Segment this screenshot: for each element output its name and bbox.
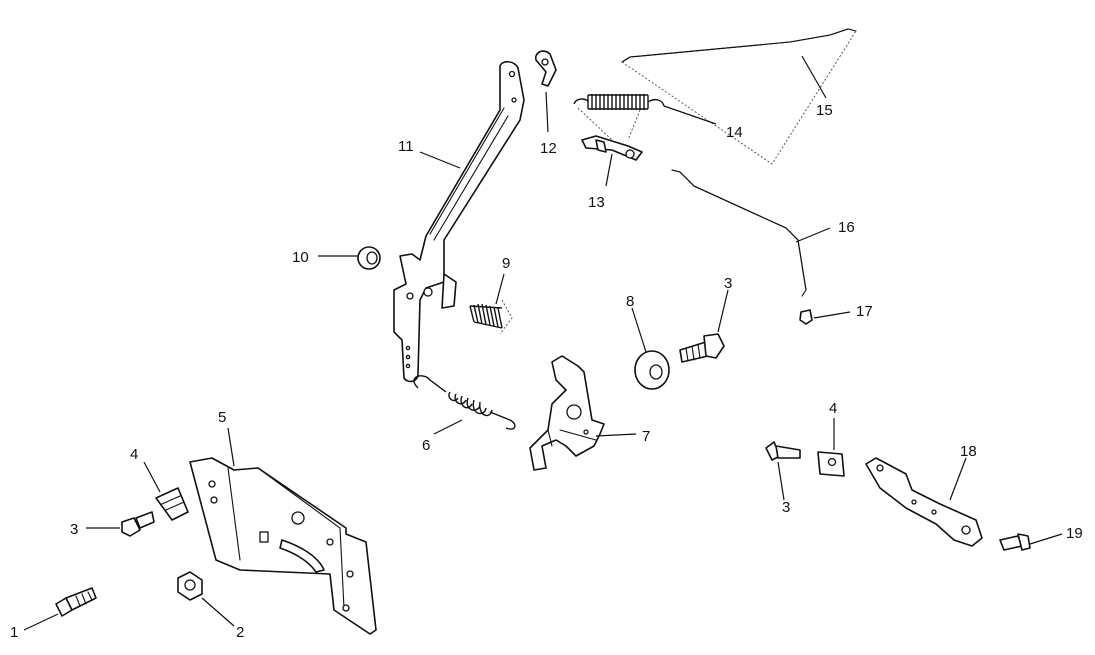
- part-3-bolt-right: [765, 441, 801, 461]
- callout-5: 5: [218, 409, 226, 426]
- assembly-line-13: [627, 109, 641, 141]
- callout-3-lower: 3: [70, 521, 78, 538]
- callout-12: 12: [540, 140, 557, 157]
- part-18-bracket: [865, 457, 983, 547]
- callout-4-lower: 4: [130, 446, 138, 463]
- callout-17: 17: [856, 303, 873, 320]
- callout-19: 19: [1066, 525, 1083, 542]
- part-2-nut: [177, 571, 203, 601]
- part-8-washer: [634, 350, 670, 390]
- callout-15: 15: [816, 102, 833, 119]
- part-4-clip-lower: [155, 487, 189, 521]
- part-7-bracket: [529, 355, 605, 471]
- callout-10: 10: [292, 249, 309, 266]
- callout-3-upper: 3: [724, 275, 732, 292]
- callout-11: 11: [398, 138, 414, 155]
- callout-9: 9: [502, 255, 510, 272]
- part-6-spring: [413, 375, 516, 430]
- callout-8: 8: [626, 293, 634, 310]
- part-3-bolt-upper: [679, 333, 725, 363]
- part-16-rod: [671, 169, 807, 297]
- part-19-bolt: [999, 533, 1031, 551]
- part-14-spring: [573, 94, 665, 110]
- callout-4-right: 4: [829, 400, 837, 417]
- callout-1: 1: [10, 624, 18, 641]
- part-5-plate: [189, 457, 377, 635]
- part-13-bracket: [581, 135, 643, 161]
- part-12-clip: [534, 50, 557, 87]
- callout-18: 18: [960, 443, 977, 460]
- callout-7: 7: [642, 428, 650, 445]
- part-1-bolt: [55, 587, 97, 617]
- callout-3-right: 3: [782, 499, 790, 516]
- assembly-line-14: [577, 107, 613, 141]
- part-10-nut: [357, 246, 381, 270]
- part-17-cap: [799, 309, 813, 325]
- leader-lines: [23, 55, 1063, 631]
- part-9-spring: [469, 299, 513, 335]
- callout-6: 6: [422, 437, 430, 454]
- part-3-bolt-lower: [121, 511, 155, 537]
- callout-14: 14: [726, 124, 743, 141]
- part-4-clip-right: [817, 451, 845, 477]
- callout-2: 2: [236, 624, 244, 641]
- part-15-rod: [621, 28, 857, 63]
- part-11-lever: [393, 60, 525, 383]
- callout-16: 16: [838, 219, 855, 236]
- assembly-line-15: [621, 30, 857, 165]
- callout-13: 13: [588, 194, 605, 211]
- callout-labels: 1 2 3 3 3 4 4 5 6 7 8 9 10 11 12 13 14 1…: [10, 102, 1083, 641]
